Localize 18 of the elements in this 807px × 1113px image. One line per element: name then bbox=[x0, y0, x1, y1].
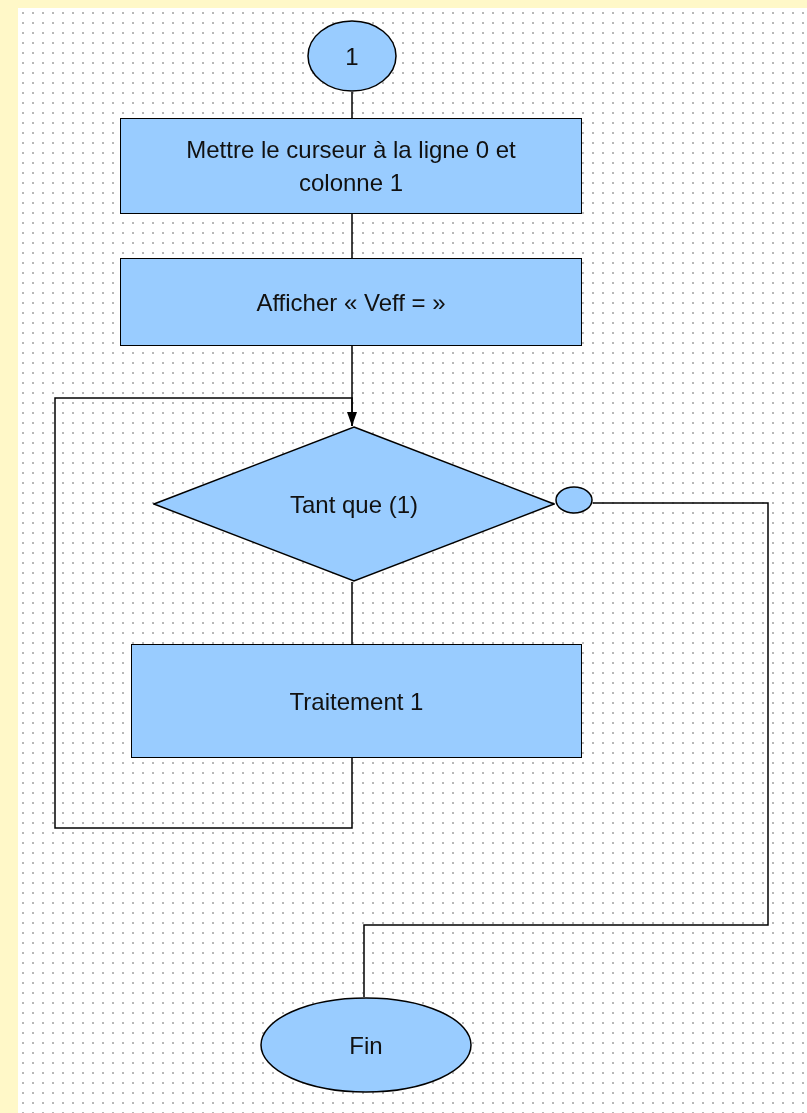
connector bbox=[351, 213, 353, 259]
decision-diamond bbox=[153, 426, 555, 582]
process-box bbox=[120, 118, 582, 214]
connector bbox=[351, 91, 353, 119]
connector-circle bbox=[555, 486, 593, 514]
connector bbox=[54, 397, 357, 829]
terminal-ellipse bbox=[307, 20, 397, 92]
process-box bbox=[131, 644, 582, 758]
node-label: Mettre le curseur à la ligne 0 et colonne 1 bbox=[185, 135, 517, 198]
connector bbox=[351, 581, 353, 645]
node-label: Fin bbox=[348, 1030, 384, 1061]
terminal-ellipse bbox=[260, 997, 472, 1093]
node-label: 1 bbox=[344, 41, 360, 72]
connector bbox=[363, 502, 769, 998]
node-label: Tant que (1) bbox=[288, 489, 420, 520]
node-label: Afficher « Veff = » bbox=[255, 287, 447, 318]
node-label: Traitement 1 bbox=[288, 686, 425, 717]
process-box bbox=[120, 258, 582, 346]
